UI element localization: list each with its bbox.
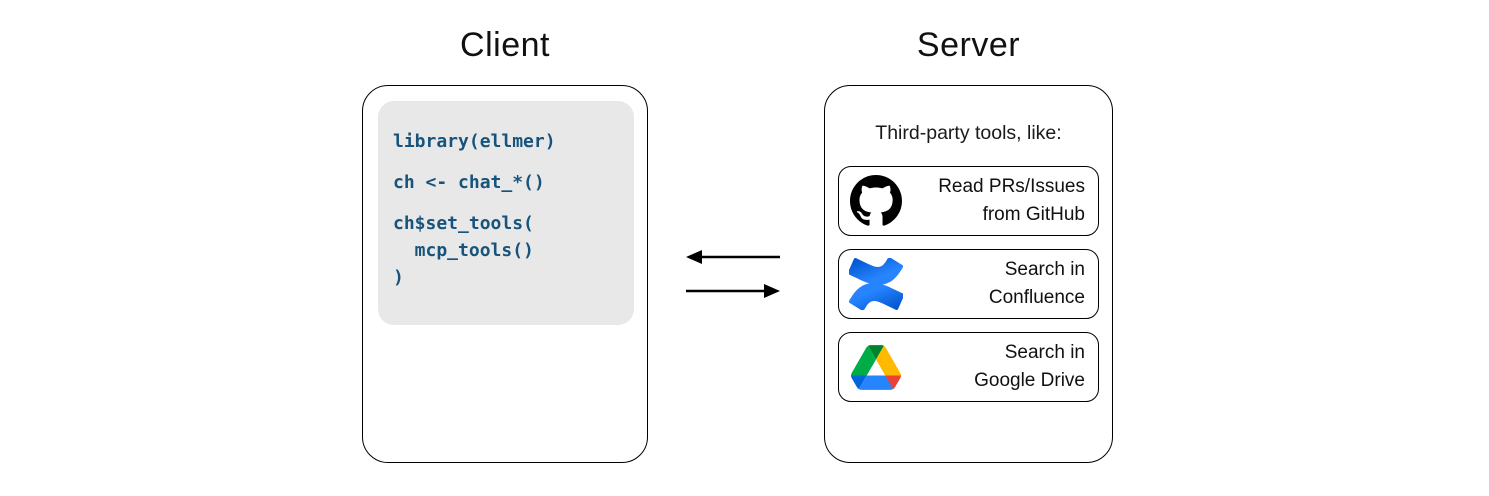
server-subtitle: Third-party tools, like: bbox=[875, 122, 1062, 144]
server-title: Server bbox=[916, 26, 1021, 64]
tool-label-line2: from GitHub bbox=[982, 204, 1085, 225]
client-code-block: library(ellmer) ch <- chat_*() ch$set_to… bbox=[378, 101, 634, 325]
tool-label-line2: Google Drive bbox=[974, 370, 1085, 391]
tool-label-github: Read PRs/Issues from GitHub bbox=[903, 173, 1085, 230]
tool-label-line1: Search in bbox=[1004, 341, 1085, 363]
github-icon bbox=[849, 174, 903, 228]
confluence-icon bbox=[849, 257, 903, 311]
tool-item-confluence: Search in Confluence bbox=[838, 249, 1099, 319]
tool-list: Read PRs/Issues from GitHub bbox=[838, 166, 1099, 402]
bidirectional-arrows bbox=[686, 250, 780, 298]
code-line-chat: ch <- chat_*() bbox=[393, 172, 545, 193]
tool-label-line1: Read PRs/Issues bbox=[938, 175, 1085, 197]
left-arrow-icon bbox=[686, 250, 780, 264]
tool-label-line1: Search in bbox=[1004, 258, 1085, 280]
tool-item-google-drive: Search in Google Drive bbox=[838, 332, 1099, 402]
code-line-library: library(ellmer) bbox=[393, 131, 556, 152]
tool-label-google-drive: Search in Google Drive bbox=[903, 339, 1085, 396]
server-box: Third-party tools, like: Read PRs/Issues… bbox=[824, 85, 1113, 463]
client-box: library(ellmer) ch <- chat_*() ch$set_to… bbox=[362, 85, 648, 463]
tool-label-line2: Confluence bbox=[988, 287, 1085, 308]
tool-label-confluence: Search in Confluence bbox=[903, 256, 1085, 313]
tool-item-github: Read PRs/Issues from GitHub bbox=[838, 166, 1099, 236]
google-drive-icon bbox=[849, 340, 903, 394]
right-arrow-icon bbox=[686, 284, 780, 298]
code-line-set-tools: ch$set_tools( mcp_tools() ) bbox=[393, 213, 534, 288]
client-title: Client bbox=[460, 26, 550, 64]
